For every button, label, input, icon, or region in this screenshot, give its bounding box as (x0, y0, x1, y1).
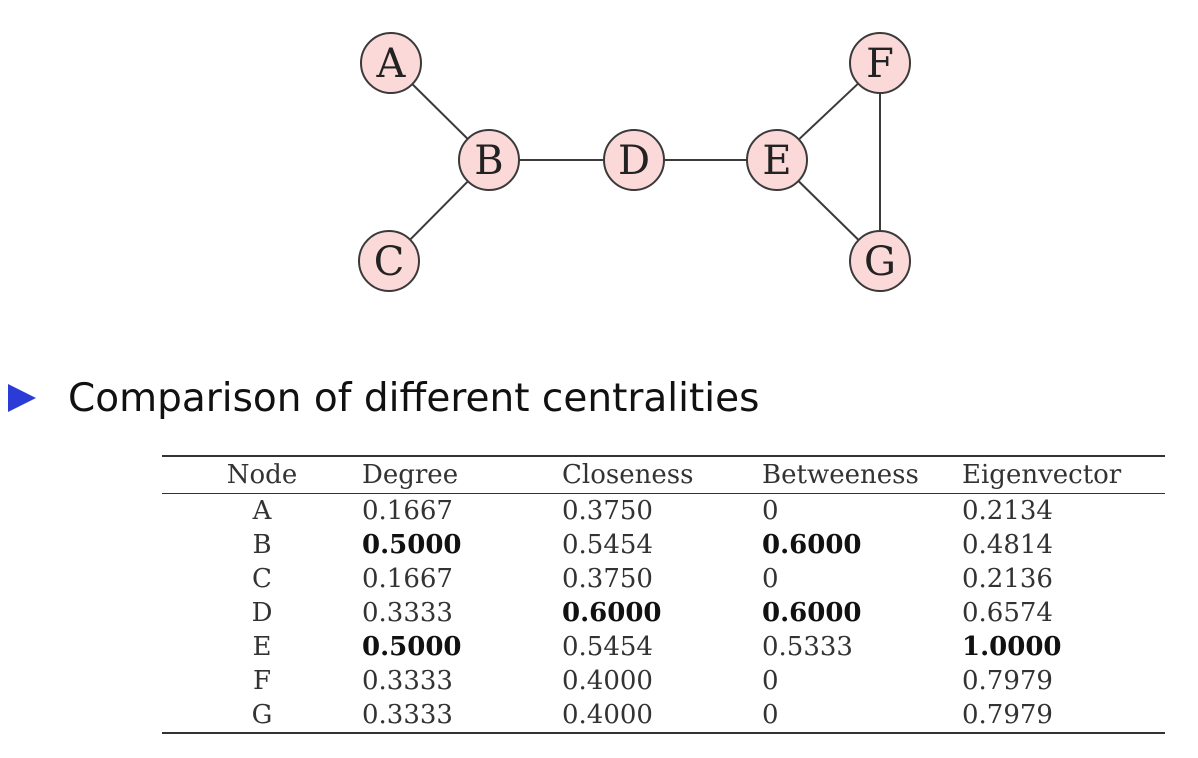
cell-eigenvector: 0.7979 (962, 666, 1053, 696)
table-row: E 0.5000 0.5454 0.5333 1.0000 (162, 630, 1165, 664)
cell-betweeness: 0.6000 (762, 530, 862, 560)
cell-betweeness: 0.5333 (762, 632, 853, 662)
node-label: C (374, 239, 405, 285)
cell-node: F (252, 666, 272, 696)
cell-node: C (252, 564, 272, 594)
table-row: C 0.1667 0.3750 0 0.2136 (162, 562, 1165, 596)
cell-closeness: 0.4000 (562, 666, 653, 696)
network-graph: A B C D E F G (358, 32, 911, 292)
cell-node: D (251, 598, 273, 628)
node-label: B (474, 138, 503, 184)
cell-degree: 0.3333 (362, 598, 453, 628)
graph-node-b: B (458, 129, 520, 191)
graph-node-e: E (746, 129, 808, 191)
graph-node-c: C (358, 230, 420, 292)
column-header-node: Node (226, 460, 298, 490)
centrality-table: Node Degree Closeness Betweeness Eigenve… (162, 455, 1165, 734)
node-circle (360, 32, 422, 94)
cell-node: E (252, 632, 272, 662)
heading-text: Comparison of different centralities (68, 375, 760, 421)
node-label: E (762, 138, 791, 184)
cell-eigenvector: 0.7979 (962, 700, 1053, 730)
table-row: A 0.1667 0.3750 0 0.2134 (162, 494, 1165, 529)
cell-eigenvector: 0.6574 (962, 598, 1053, 628)
cell-degree: 0.3333 (362, 700, 453, 730)
cell-node: A (252, 496, 272, 526)
column-header-eigenvector: Eigenvector (962, 460, 1122, 490)
cell-eigenvector: 0.4814 (962, 530, 1053, 560)
cell-betweeness: 0 (762, 496, 779, 526)
cell-betweeness: 0 (762, 700, 779, 730)
cell-degree: 0.1667 (362, 496, 453, 526)
column-header-betweeness: Betweeness (762, 460, 919, 490)
edge-c-b (409, 180, 469, 241)
node-circle (849, 230, 911, 292)
right-triangle-bullet-icon (8, 384, 36, 412)
table-row: F 0.3333 0.4000 0 0.7979 (162, 664, 1165, 698)
column-header-degree: Degree (362, 460, 459, 490)
node-circle (849, 32, 911, 94)
cell-betweeness: 0 (762, 666, 779, 696)
graph-node-g: G (849, 230, 911, 292)
node-circle (746, 129, 808, 191)
graph-node-a: A (360, 32, 422, 94)
cell-betweeness: 0 (762, 564, 779, 594)
cell-eigenvector: 0.2136 (962, 564, 1053, 594)
cell-degree: 0.5000 (362, 530, 462, 560)
table-row: G 0.3333 0.4000 0 0.7979 (162, 698, 1165, 733)
cell-closeness: 0.6000 (562, 598, 662, 628)
graph-node-d: D (603, 129, 665, 191)
cell-closeness: 0.5454 (562, 530, 653, 560)
table-row: D 0.3333 0.6000 0.6000 0.6574 (162, 596, 1165, 630)
node-label: D (618, 138, 650, 184)
edge-e-g (797, 180, 860, 241)
graph-node-f: F (849, 32, 911, 94)
cell-betweeness: 0.6000 (762, 598, 862, 628)
cell-node: G (251, 700, 273, 730)
column-header-closeness: Closeness (562, 460, 694, 490)
cell-closeness: 0.5454 (562, 632, 653, 662)
table-row: B 0.5000 0.5454 0.6000 0.4814 (162, 528, 1165, 562)
node-label: F (866, 41, 894, 87)
cell-degree: 0.1667 (362, 564, 453, 594)
cell-closeness: 0.4000 (562, 700, 653, 730)
table-header-row: Node Degree Closeness Betweeness Eigenve… (162, 456, 1165, 494)
centrality-table-container: Node Degree Closeness Betweeness Eigenve… (162, 455, 1165, 734)
node-circle (603, 129, 665, 191)
node-label: G (864, 239, 896, 285)
graph-edges (409, 82, 881, 241)
node-label: A (376, 41, 407, 87)
edge-e-f (798, 82, 859, 141)
section-heading: Comparison of different centralities (8, 368, 759, 428)
cell-closeness: 0.3750 (562, 496, 653, 526)
node-circle (458, 129, 520, 191)
cell-degree: 0.5000 (362, 632, 462, 662)
table-header: Node Degree Closeness Betweeness Eigenve… (162, 456, 1165, 494)
cell-eigenvector: 1.0000 (962, 632, 1062, 662)
cell-closeness: 0.3750 (562, 564, 653, 594)
cell-node: B (252, 530, 272, 560)
graph-nodes: A B C D E F G (358, 32, 911, 292)
edge-a-b (411, 83, 469, 140)
cell-eigenvector: 0.2134 (962, 496, 1053, 526)
cell-degree: 0.3333 (362, 666, 453, 696)
node-circle (358, 230, 420, 292)
